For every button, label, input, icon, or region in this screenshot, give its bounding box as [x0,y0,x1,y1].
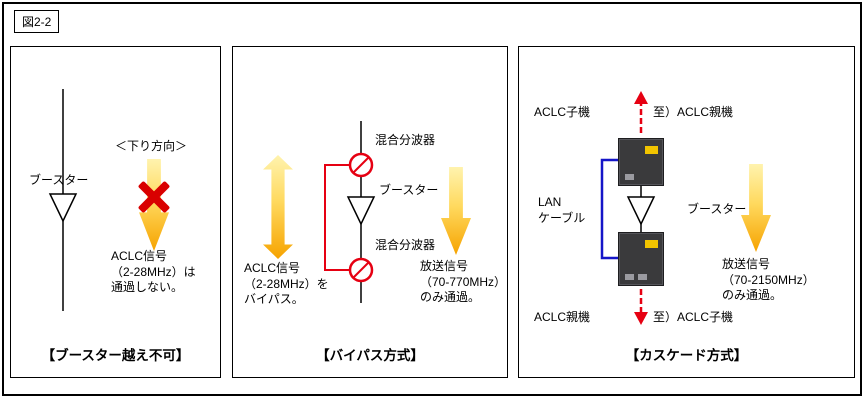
bypass-path [324,164,350,271]
panel-bypass: 混合分波器 ブースター 混合分波器 ACLC信号 （2-28MHz）を バイパス… [232,46,508,378]
panel-cascade: ACLC子機 至）ACLC親機 LAN ケーブル ブースター ACLC親機 至）… [518,46,855,378]
lan-cable-path [600,158,618,260]
bypass-diagram [324,121,376,303]
child-unit-label: ACLC子機 [534,105,591,119]
booster-label: ブースター [379,183,439,197]
bypass-note: ACLC信号 （2-28MHz）を バイパス。 [244,261,329,307]
cascade-diagram [600,91,656,325]
downlink-arrowhead [634,312,648,325]
blocked-x-icon [137,180,171,214]
booster-symbol [346,196,376,226]
to-child-label: 至）ACLC子機 [653,310,734,324]
mixer-slash-top [353,157,369,173]
panel-caption-cascade: 【カスケード方式】 [625,348,748,363]
to-parent-label: 至）ACLC親機 [653,105,734,119]
booster-label: ブースター [29,173,89,187]
mixer-bottom-label: 混合分波器 [375,238,436,252]
booster-symbol [48,193,78,223]
no-cross-note: ACLC信号 （2-28MHz）は 通過しない。 [111,249,196,295]
panel-no-cross: ブースター ＜下り方向＞ ACLC信号 （2-28MHz）は 通過しない。 【ブ… [10,46,221,378]
booster-label: ブースター [687,202,747,216]
lan-cable-label: LAN ケーブル [538,195,586,225]
booster-symbol [626,196,656,226]
parent-unit-label: ACLC親機 [534,310,591,324]
direction-label: ＜下り方向＞ [115,139,188,153]
pass-note: 放送信号 （70-770MHz） のみ通過。 [420,259,507,305]
mixer-slash-bottom [353,262,369,278]
panel-caption-no-cross: 【ブースター越え不可】 [41,348,190,363]
aclc-unit-top [618,138,664,186]
no-cross-diagram [48,89,78,311]
aclc-unit-bottom [618,232,664,286]
pass-note: 放送信号 （70-2150MHz） のみ通過。 [722,257,815,303]
uplink-arrowhead [634,91,648,104]
mixer-top-label: 混合分波器 [375,133,436,147]
panel-caption-bypass: 【バイパス方式】 [316,348,424,363]
figure-label: 図2-2 [14,10,60,33]
